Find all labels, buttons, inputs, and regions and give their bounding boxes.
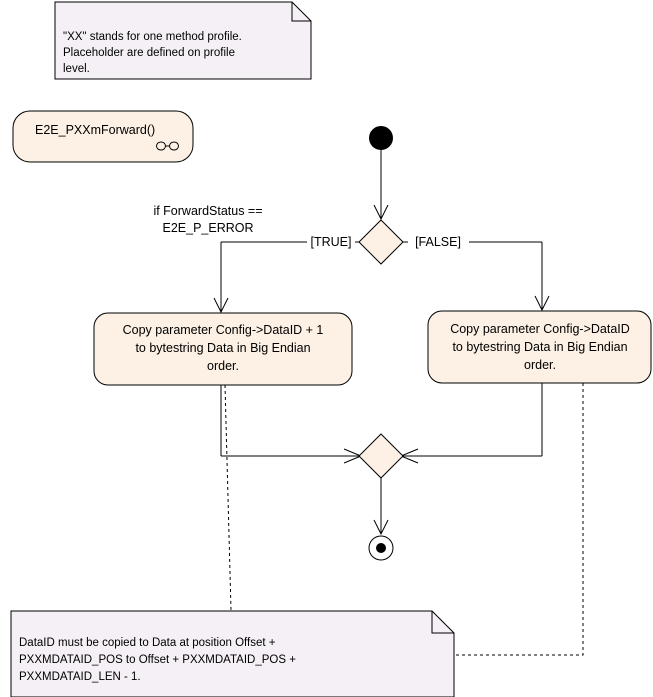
flow-false-branch: [403, 241, 550, 312]
activity-node: E2E_PXXmForward(): [12, 110, 194, 163]
action-right-line-1: Copy parameter Config->DataID: [450, 322, 630, 336]
note-top-line-3: level.: [63, 63, 90, 75]
activity-label: E2E_PXXmForward(): [35, 123, 155, 137]
flow-left-to-merge: [220, 385, 363, 464]
action-left-line-3: order.: [207, 359, 239, 373]
flow-merge-to-final: [373, 478, 389, 536]
note-bottom-line-3: PXXMDATAID_LEN - 1.: [19, 671, 141, 683]
note-top-line-1: "XX" stands for one method profile.: [63, 31, 242, 43]
decision-condition-line-1: if ForwardStatus ==: [153, 204, 262, 218]
final-node: [368, 535, 394, 561]
guard-true: [TRUE]: [311, 235, 352, 249]
decision-condition-line-2: E2E_P_ERROR: [162, 221, 253, 235]
note-top-line-2: Placeholder are defined on profile: [63, 47, 235, 59]
action-right-line-2: to bytestring Data in Big Endian: [452, 340, 627, 354]
note-bottom-line-2: PXXMDATAID_POS to Offset + PXXMDATAID_PO…: [19, 654, 296, 666]
note-top: "XX" stands for one method profile. Plac…: [54, 1, 312, 80]
note-bottom: DataID must be copied to Data at positio…: [10, 610, 455, 697]
guard-false: [FALSE]: [415, 235, 461, 249]
initial-node: [369, 126, 393, 150]
action-left-line-1: Copy parameter Config->DataID + 1: [123, 323, 324, 337]
flow-initial-to-decision: [373, 150, 389, 221]
decision-node: [358, 219, 404, 265]
merge-node: [358, 433, 404, 479]
flow-right-to-merge: [399, 383, 543, 464]
rake-icon: [156, 141, 179, 151]
action-right: Copy parameter Config->DataID to bytestr…: [427, 310, 652, 384]
action-left-line-2: to bytestring Data in Big Endian: [135, 341, 310, 355]
note-anchor-lines: [224, 383, 584, 656]
action-left: Copy parameter Config->DataID + 1 to byt…: [93, 312, 353, 386]
action-right-line-3: order.: [524, 358, 556, 372]
note-bottom-line-1: DataID must be copied to Data at positio…: [19, 637, 276, 649]
flow-true-branch: [213, 241, 359, 314]
